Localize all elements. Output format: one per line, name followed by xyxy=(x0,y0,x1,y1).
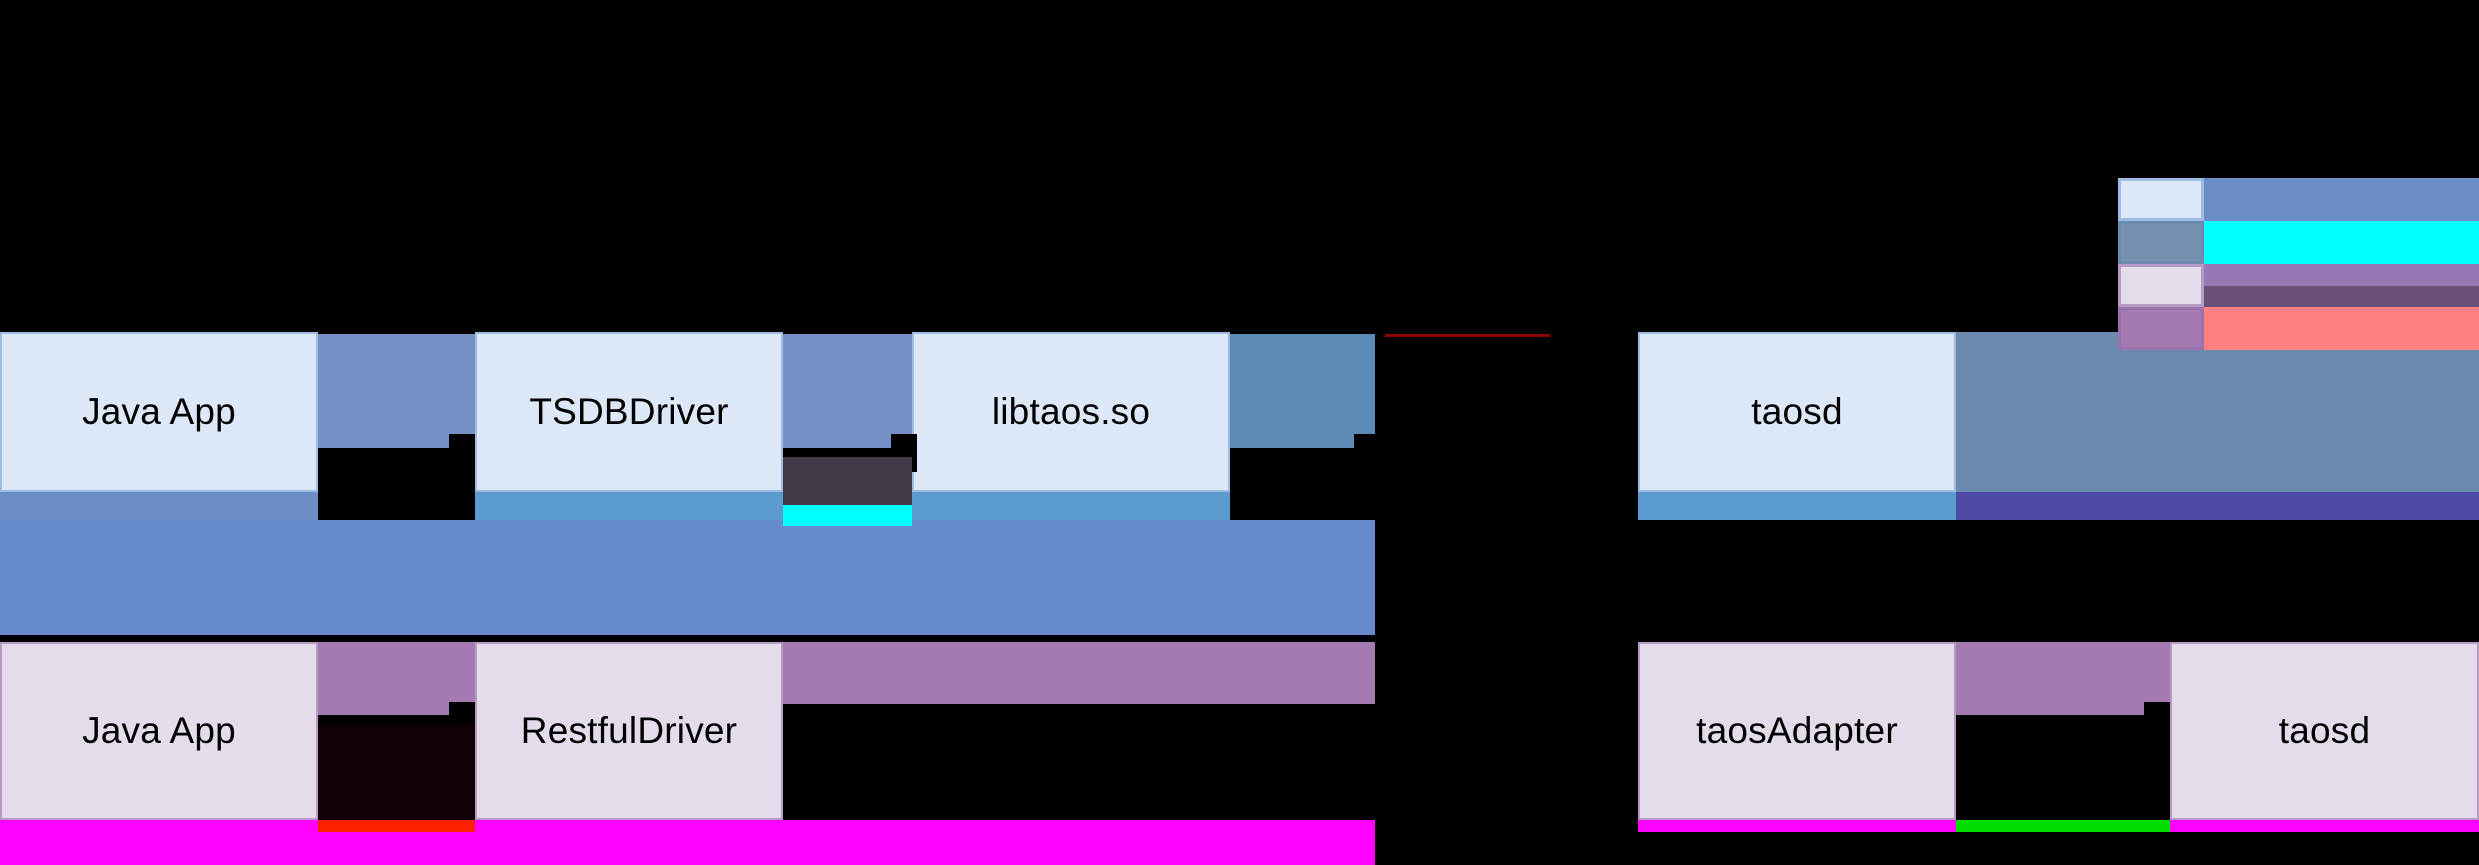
node-tsdb-driver[interactable]: TSDBDriver xyxy=(475,332,783,492)
legend-swatch-rest-link xyxy=(2118,307,2204,350)
node-label: RestfulDriver xyxy=(520,710,738,751)
connector-javaapp-to-restfuldriver xyxy=(318,642,475,820)
legend-bar-shadow xyxy=(2204,286,2479,307)
connector-libtaos-to-taosd xyxy=(1230,334,1380,520)
native-cluster-underline xyxy=(1956,492,2479,520)
native-cluster-block xyxy=(1956,332,2479,492)
node-restful-driver[interactable]: RestfulDriver xyxy=(475,642,783,820)
arrow-shaft xyxy=(783,448,912,457)
red-rule-artifact xyxy=(1385,334,1550,337)
node-label: taosd xyxy=(2278,710,2371,751)
native-box-underline-2 xyxy=(475,492,783,520)
arrow-shaft xyxy=(318,715,475,724)
connector-body xyxy=(1956,724,2170,820)
legend-swatch-native-link xyxy=(2118,221,2204,264)
legend xyxy=(2118,178,2479,350)
arrow-shaft xyxy=(1956,715,2170,724)
node-label: Java App xyxy=(82,391,236,432)
node-label: libtaos.so xyxy=(991,391,1151,432)
rest-connector-underline-green xyxy=(1956,820,2170,832)
legend-row[interactable] xyxy=(2118,178,2479,221)
arrow-shaft xyxy=(1230,448,1375,457)
arrow-shaft xyxy=(1375,715,1638,724)
rest-box-underline-2 xyxy=(783,820,1375,832)
node-label: TSDBDriver xyxy=(529,391,729,432)
node-java-app-native[interactable]: Java App xyxy=(0,332,318,492)
node-java-app-rest[interactable]: Java App xyxy=(0,642,318,820)
native-box-underline-4 xyxy=(1638,492,1956,520)
legend-row[interactable] xyxy=(2118,307,2479,350)
connector-tsdbdriver-to-libtaos xyxy=(783,334,917,526)
legend-bar xyxy=(2204,307,2479,350)
legend-swatch-app xyxy=(2118,178,2204,221)
connector-cap xyxy=(1956,642,2170,717)
node-taosd-native[interactable]: taosd xyxy=(1638,332,1956,492)
native-box-underline-1 xyxy=(0,492,318,520)
connector-restfuldriver-to-taosadapter xyxy=(1375,642,1638,820)
rest-box-underline-1 xyxy=(0,820,318,832)
native-band xyxy=(0,520,1375,635)
legend-swatch-rest-app xyxy=(2118,264,2204,307)
node-taosd-rest[interactable]: taosd xyxy=(2170,642,2479,820)
connector-taosadapter-to-taosd xyxy=(1956,642,2170,820)
legend-bar xyxy=(2204,178,2479,221)
connector-javaapp-to-tsdbdriver xyxy=(318,334,475,517)
connector-cap xyxy=(318,334,475,450)
node-taos-adapter[interactable]: taosAdapter xyxy=(1638,642,1956,820)
connector-body xyxy=(783,457,912,505)
rest-link-band xyxy=(783,642,1375,704)
legend-bar xyxy=(2204,221,2479,264)
node-label: taosAdapter xyxy=(1696,710,1898,751)
node-label: Java App xyxy=(82,710,236,751)
connector-cap xyxy=(318,642,475,717)
connector-body xyxy=(1375,724,1638,820)
connector-cap xyxy=(1230,334,1375,450)
legend-row[interactable] xyxy=(2118,221,2479,264)
connector-body xyxy=(1230,457,1375,520)
rest-box-underline-3 xyxy=(1638,820,1956,832)
node-label: taosd xyxy=(1751,391,1843,432)
connector-foot xyxy=(783,505,912,526)
connector-cap xyxy=(783,334,912,450)
rest-connector-underline-red xyxy=(318,820,475,832)
connector-body xyxy=(318,724,475,820)
arrow-shaft xyxy=(318,448,475,457)
rest-box-underline-4 xyxy=(2170,820,2479,832)
node-libtaos-so[interactable]: libtaos.so xyxy=(912,332,1230,492)
connector-body xyxy=(318,457,475,517)
legend-row[interactable] xyxy=(2118,264,2479,307)
